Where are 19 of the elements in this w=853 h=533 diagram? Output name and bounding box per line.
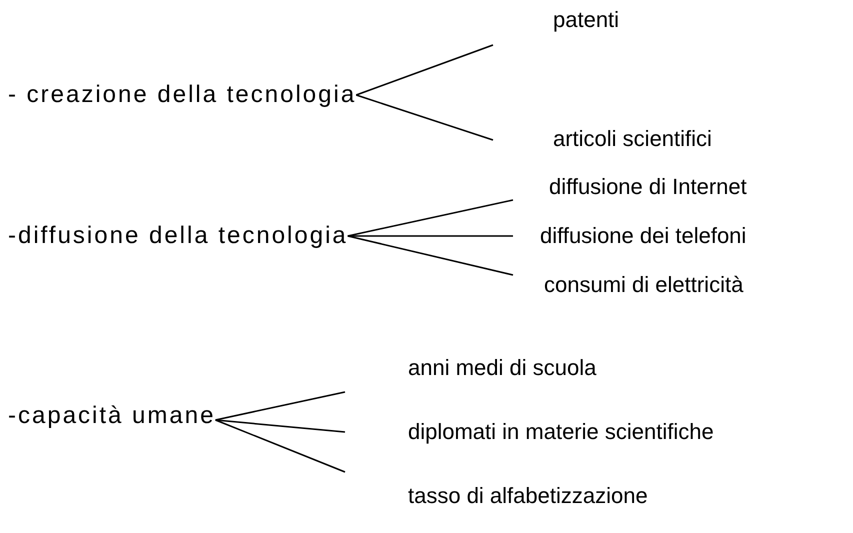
branch-line xyxy=(348,235,513,237)
indicator-label: diffusione dei telefoni xyxy=(513,219,746,253)
branch-line xyxy=(348,199,514,237)
indicator-label: diplomati in materie scientifiche xyxy=(345,415,714,449)
branch-line xyxy=(215,391,346,421)
category-label: - creazione della tecnologia xyxy=(8,78,356,112)
indicator-label: consumi di elettricità xyxy=(513,268,744,302)
indicator-label: articoli scientifici xyxy=(493,122,712,156)
branch-line xyxy=(215,419,346,473)
branch-line xyxy=(215,419,346,433)
branch-line xyxy=(356,94,494,141)
branch-line xyxy=(348,235,514,276)
category-label: -capacità umane xyxy=(8,403,216,437)
indicator-label: anni medi di scuola xyxy=(345,356,596,396)
indicator-label: patenti xyxy=(493,8,620,50)
indicator-label: diffusione di Internet xyxy=(513,170,747,204)
category-label: -diffusione della tecnologia xyxy=(8,219,348,253)
branch-line xyxy=(356,44,494,96)
indicator-label: tasso di alfabetizzazione xyxy=(345,470,648,508)
